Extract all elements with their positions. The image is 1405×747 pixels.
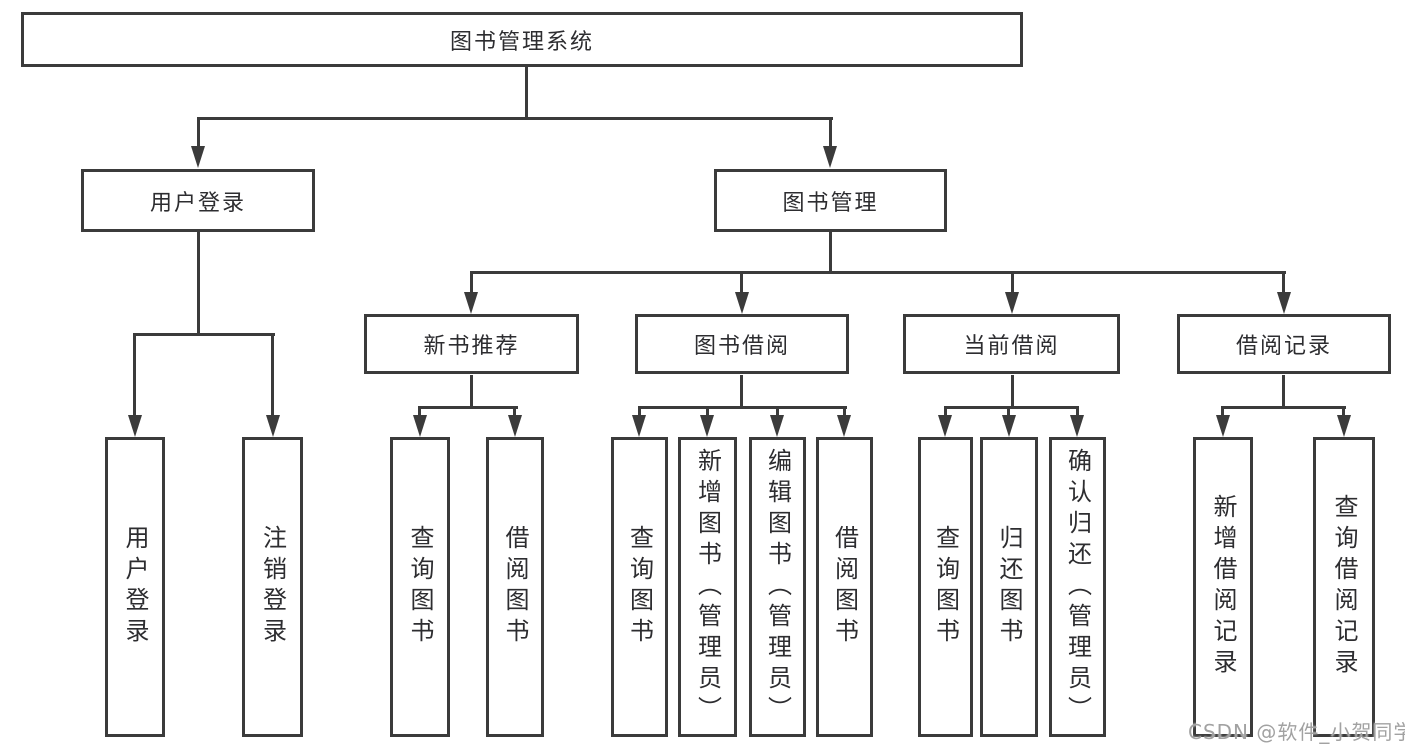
connector-stem (638, 406, 641, 417)
connector-current-trunk (1011, 375, 1014, 409)
connector-borrow-branch (638, 406, 847, 409)
node-current-borrowing-label: 当前借阅 (963, 334, 1060, 359)
connector-user-branch (133, 333, 275, 336)
leaf-recommend-borrow-book-label: 借阅图书 (501, 525, 529, 649)
leaf-logout: 注销登录 (242, 437, 303, 737)
leaf-current-query-book: 查询图书 (918, 437, 973, 737)
arrow-down-icon (837, 415, 851, 437)
leaf-confirm-return-admin: 确认归还（管理员） (1049, 437, 1106, 737)
node-borrowing-records-label: 借阅记录 (1235, 334, 1332, 359)
leaf-confirm-return-admin-label: 确认归还（管理员） (1063, 447, 1092, 727)
leaf-add-book-admin-label: 新增图书（管理员） (693, 447, 722, 727)
arrow-down-icon (1002, 415, 1016, 437)
arrow-down-icon (1216, 415, 1230, 437)
connector-stem (776, 406, 779, 417)
connector-stem (1007, 406, 1010, 417)
connector-level2-branch (470, 271, 1286, 274)
leaf-borrowing-query-book: 查询图书 (611, 437, 668, 737)
arrow-down-icon (464, 292, 478, 314)
connector-stem (829, 117, 832, 149)
connector-stem (740, 271, 743, 294)
arrow-down-icon (1070, 415, 1084, 437)
connector-borrow-trunk (740, 375, 743, 409)
leaf-user-login-label: 用户登录 (121, 525, 149, 649)
node-book-borrowing-label: 图书借阅 (693, 334, 790, 359)
leaf-add-book-admin: 新增图书（管理员） (678, 437, 737, 737)
leaf-recommend-borrow-book: 借阅图书 (486, 437, 544, 737)
leaf-query-borrow-record: 查询借阅记录 (1313, 437, 1375, 737)
leaf-user-login: 用户登录 (105, 437, 165, 737)
arrow-down-icon (1005, 292, 1019, 314)
node-new-book-recommendation-label: 新书推荐 (423, 334, 520, 359)
connector-stem (706, 406, 709, 417)
leaf-add-borrow-record: 新增借阅记录 (1193, 437, 1253, 737)
connector-mgmt-trunk (829, 232, 832, 274)
connector-recommend-trunk (470, 375, 473, 409)
leaf-recommend-query-book-label: 查询图书 (406, 525, 434, 649)
node-current-borrowing: 当前借阅 (903, 314, 1120, 374)
connector-records-branch (1222, 406, 1346, 409)
connector-stem (1282, 271, 1285, 294)
connector-stem (470, 271, 473, 294)
leaf-return-book: 归还图书 (980, 437, 1038, 737)
arrow-down-icon (735, 292, 749, 314)
arrow-down-icon (266, 415, 280, 437)
connector-records-trunk (1282, 375, 1285, 409)
node-borrowing-records: 借阅记录 (1177, 314, 1391, 374)
arrow-down-icon (770, 415, 784, 437)
connector-stem (1011, 271, 1014, 294)
connector-stem (513, 406, 516, 417)
node-system-root: 图书管理系统 (21, 12, 1023, 67)
connector-stem (271, 333, 274, 417)
connector-root-trunk (525, 67, 528, 119)
csdn-watermark: CSDN @软件_小贺同学 (1188, 720, 1405, 744)
connector-stem (418, 406, 421, 417)
connector-stem (1076, 406, 1079, 417)
arrow-down-icon (1277, 292, 1291, 314)
leaf-current-query-book-label: 查询图书 (931, 525, 960, 649)
node-book-management-label: 图书管理 (782, 190, 879, 216)
connector-stem (133, 333, 136, 417)
leaf-borrow-book-label: 借阅图书 (830, 525, 859, 649)
arrow-down-icon (700, 415, 714, 437)
arrow-down-icon (938, 415, 952, 437)
node-book-borrowing: 图书借阅 (635, 314, 849, 374)
arrow-down-icon (1337, 415, 1351, 437)
connector-level1-branch (197, 117, 833, 120)
node-user-login: 用户登录 (81, 169, 315, 232)
connector-user-trunk (197, 232, 200, 336)
node-book-management: 图书管理 (714, 169, 947, 232)
leaf-borrow-book: 借阅图书 (816, 437, 873, 737)
leaf-logout-label: 注销登录 (258, 525, 287, 649)
connector-current-branch (944, 406, 1079, 409)
leaf-add-borrow-record-label: 新增借阅记录 (1209, 494, 1237, 680)
node-user-login-label: 用户登录 (149, 190, 246, 216)
arrow-down-icon (508, 415, 522, 437)
leaf-edit-book-admin-label: 编辑图书（管理员） (763, 447, 792, 727)
leaf-query-borrow-record-label: 查询借阅记录 (1330, 494, 1358, 680)
arrow-down-icon (413, 415, 427, 437)
connector-stem (1221, 406, 1224, 417)
arrow-down-icon (128, 415, 142, 437)
connector-stem (944, 406, 947, 417)
leaf-return-book-label: 归还图书 (995, 525, 1023, 649)
arrow-down-icon (632, 415, 646, 437)
leaf-borrowing-query-book-label: 查询图书 (625, 525, 654, 649)
leaf-recommend-query-book: 查询图书 (390, 437, 450, 737)
arrow-down-icon (823, 146, 837, 168)
node-new-book-recommendation: 新书推荐 (364, 314, 579, 374)
arrow-down-icon (191, 146, 205, 168)
leaf-edit-book-admin: 编辑图书（管理员） (749, 437, 806, 737)
connector-stem (197, 117, 200, 149)
connector-recommend-branch (419, 406, 518, 409)
connector-stem (843, 406, 846, 417)
node-system-root-label: 图书管理系统 (449, 29, 594, 55)
connector-stem (1342, 406, 1345, 417)
